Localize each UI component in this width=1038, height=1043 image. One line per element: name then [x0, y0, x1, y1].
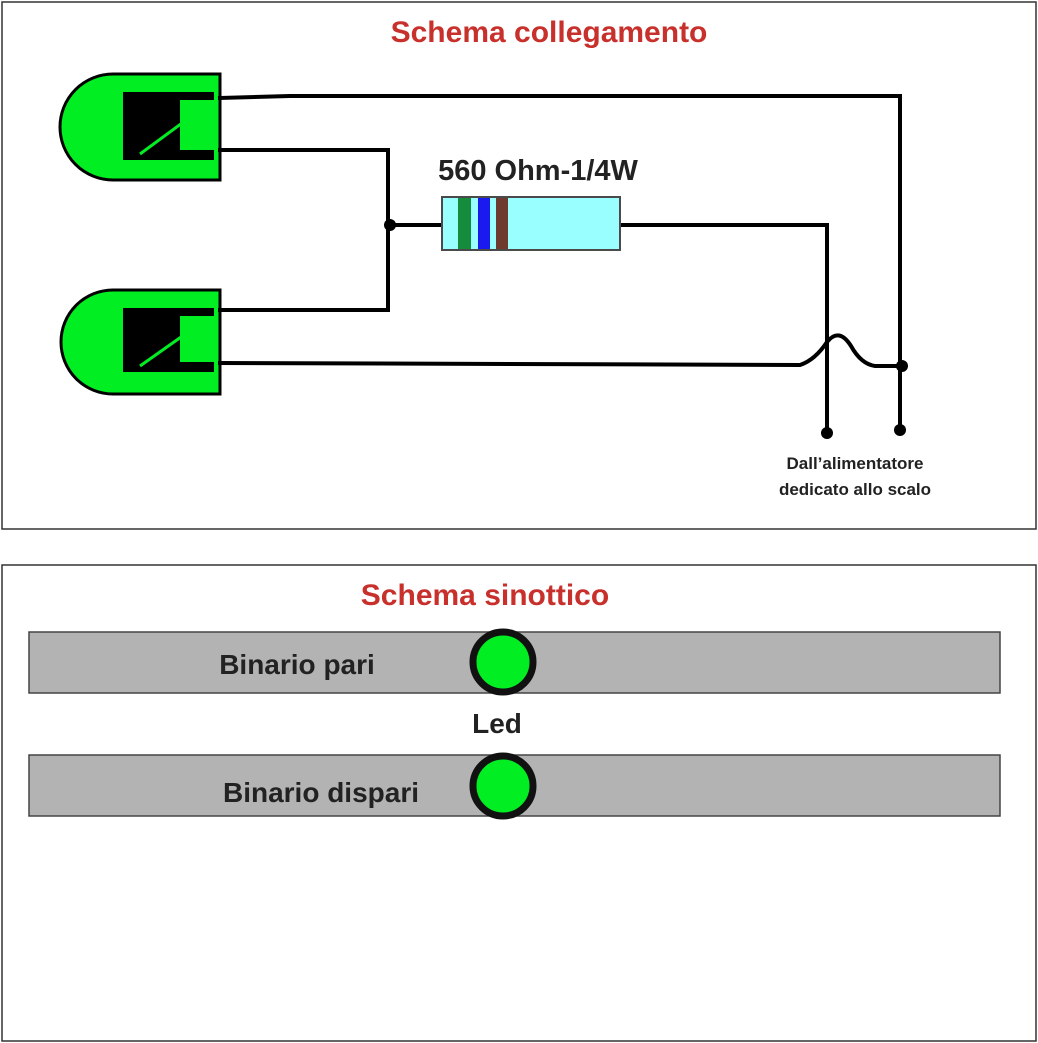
led-label: Led — [472, 708, 522, 739]
resistor-band-3 — [496, 198, 508, 249]
track-odd-label: Binario dispari — [223, 777, 419, 808]
led-indicator-odd — [469, 752, 537, 820]
wire-resistor-to-supply — [618, 223, 829, 434]
led-indicator-even — [469, 628, 537, 696]
supply-terminal-negative — [821, 427, 833, 439]
resistor-body — [441, 196, 621, 251]
wiring-panel: Schema collegamento 5 — [1, 1, 1037, 530]
supply-label-line2: dedicato allo scalo — [779, 480, 931, 499]
track-even-label: Binario pari — [219, 649, 375, 680]
supply-label-line1: Dall’alimentatore — [787, 454, 924, 473]
led-top-symbol — [58, 72, 222, 182]
resistor-band-1 — [458, 198, 471, 249]
led-bottom-die-line — [139, 316, 209, 368]
wire-top-to-supply — [217, 94, 902, 432]
resistor — [441, 196, 621, 251]
led-bottom-lead-frame — [123, 308, 214, 372]
supply-terminal-positive — [894, 424, 906, 436]
synoptic-panel: Schema sinottico Binario pari Led Binari… — [1, 564, 1037, 1042]
led-bottom-symbol — [59, 288, 222, 396]
wire-bottom-with-hop — [217, 333, 902, 368]
resistor-band-2 — [478, 198, 490, 249]
junction-dot-right — [896, 360, 908, 372]
led-top-die-line — [139, 102, 209, 156]
resistor-label: 560 Ohm-1/4W — [438, 155, 638, 187]
led-top-lead-frame — [123, 92, 214, 160]
junction-dot-left — [384, 219, 396, 231]
synoptic-panel-title: Schema sinottico — [361, 579, 609, 612]
wiring-panel-title: Schema collegamento — [391, 16, 708, 49]
